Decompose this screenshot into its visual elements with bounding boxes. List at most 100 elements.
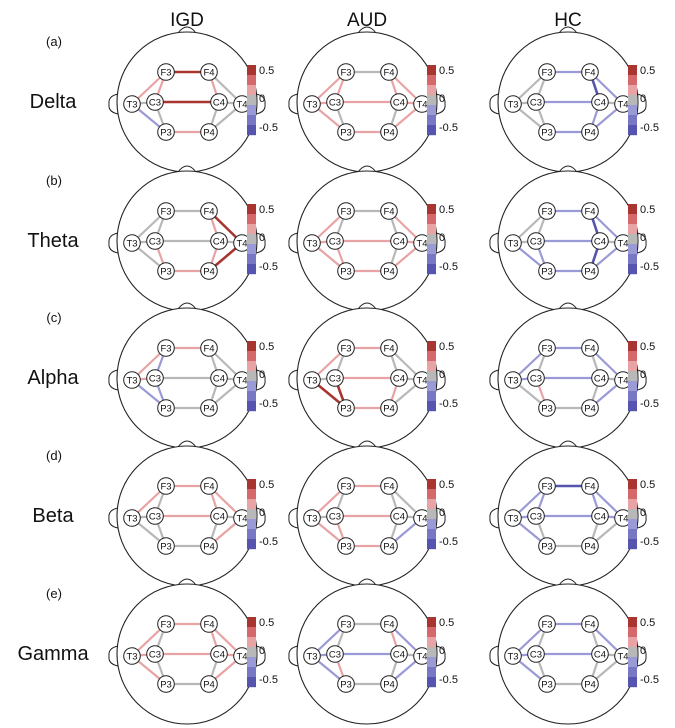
electrode-label-c4: C4 [213,649,225,660]
colorbar-segment [247,105,256,116]
electrode-label-t3: T3 [126,238,137,249]
colorbar: 0.50-0.5 [247,341,278,412]
colorbar-label: -0.5 [439,122,458,134]
colorbar-label: -0.5 [439,398,458,410]
electrode-label-t4: T4 [416,99,427,110]
colorbar-segment [427,637,436,648]
electrode-f3 [538,202,556,220]
colorbar: 0.50-0.5 [247,204,278,275]
colorbar-segment [247,391,256,402]
right-ear [435,369,446,391]
electrode-c4 [210,232,228,250]
electrode-p3 [538,675,556,693]
colorbar-segment [628,401,637,412]
colorbar-segment [247,401,256,412]
electrode-label-f4: F4 [203,206,214,217]
colorbar-segment [427,617,436,628]
right-ear [435,93,446,115]
electrode-label-t4: T4 [236,99,247,110]
colorbar: 0.50-0.5 [427,617,458,688]
colorbar-label: 0 [640,645,646,657]
right-ear [435,507,446,529]
electrode-label-p4: P4 [584,266,596,277]
colorbar: 0.50-0.5 [427,479,458,550]
electrode-p4 [200,123,218,141]
colorbar-segment [427,489,436,500]
electrode-label-c4: C4 [393,97,405,108]
electrode-p3 [157,675,175,693]
electrode-p4 [380,675,398,693]
electrode-c4 [210,369,228,387]
electrode-t3 [303,647,321,665]
colorbar-segment [427,351,436,362]
left-ear [108,93,119,115]
colorbar: 0.50-0.5 [427,204,458,275]
electrode-label-p4: P4 [383,403,395,414]
electrode-c4 [210,93,228,111]
electrode-label-c3: C3 [329,97,341,108]
colorbar-segment [247,361,256,372]
electrode-c4 [390,645,408,663]
electrode-label-f4: F4 [203,481,214,492]
band-rows: (a) Delta (b) Theta (c) Alpha (d) Beta (… [17,34,89,665]
electrode-p4 [200,262,218,280]
nose [177,440,197,448]
colorbar-label: 0 [259,369,265,381]
colorbar-segment [427,401,436,412]
electrode-f3 [337,615,355,633]
electrode-f3 [337,477,355,495]
electrode-label-t4: T4 [617,651,628,662]
colorbar-segment [427,204,436,215]
electrode-f3 [157,63,175,81]
electrode-p3 [538,399,556,417]
band-label-alpha: Alpha [27,367,79,389]
colorbar-label: 0 [640,93,646,105]
electrode-label-f3: F3 [340,67,351,78]
electrode-f3 [337,63,355,81]
electrode-label-p3: P3 [541,541,553,552]
electrode-c3 [326,369,344,387]
electrode-f4 [380,339,398,357]
panel-label-d: (d) [46,448,62,463]
electrode-p3 [157,399,175,417]
electrode-label-c4: C4 [594,373,606,384]
electrode-label-p3: P3 [541,266,553,277]
colorbar-segment [628,351,637,362]
colorbar-segment [628,85,637,96]
electrode-label-p4: P4 [203,266,215,277]
electrode-t3 [504,371,522,389]
colorbar-segment [427,95,436,106]
colorbar-label: 0.5 [439,204,454,216]
colorbar-label: 0 [259,507,265,519]
electrode-c3 [326,507,344,525]
panel-label-b: (b) [46,173,62,188]
electrode-label-c4: C4 [594,511,606,522]
colorbar-segment [628,509,637,520]
electrode-c3 [146,232,164,250]
electrode-label-t4: T4 [236,651,247,662]
right-ear [636,93,647,115]
colorbar-segment [247,204,256,215]
electrode-c4 [591,369,609,387]
electrode-label-f3: F3 [160,619,171,630]
electrode-label-c3: C3 [530,97,542,108]
electrode-f4 [581,202,599,220]
electrode-t3 [123,371,141,389]
electrode-label-t3: T3 [507,99,518,110]
panel-label-e: (e) [46,586,62,601]
electrode-label-f3: F3 [160,67,171,78]
right-ear [636,369,647,391]
colorbar: 0.50-0.5 [427,65,458,136]
electrode-label-p3: P3 [160,127,172,138]
electrode-f3 [337,339,355,357]
colorbar-label: 0.5 [439,341,454,353]
electrode-label-t4: T4 [416,651,427,662]
electrode-c4 [210,507,228,525]
colorbar-segment [247,647,256,658]
colorbar: 0.50-0.5 [247,479,278,550]
electrode-label-t3: T3 [306,513,317,524]
colorbar-segment [427,667,436,678]
electrode-label-t4: T4 [617,238,628,249]
electrode-c3 [326,232,344,250]
